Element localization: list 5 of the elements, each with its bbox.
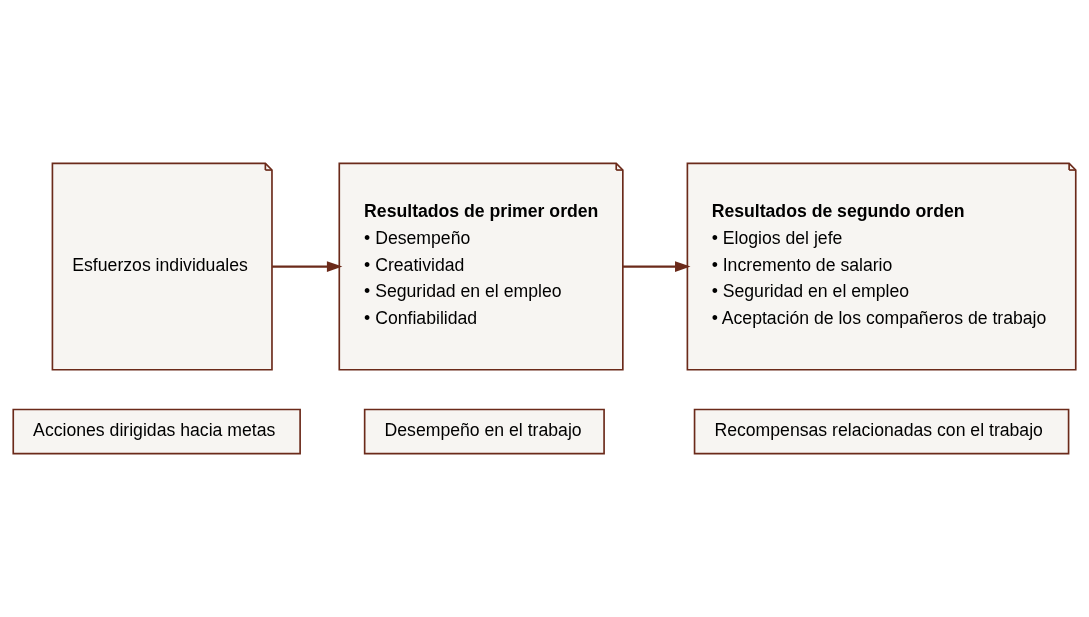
node-box: Recompensas relacionadas con el trabajo [693, 408, 1070, 455]
node-box: Acciones dirigidas hacia metas [12, 408, 301, 455]
arrow [272, 261, 343, 272]
arrow [623, 261, 691, 272]
node-box: Desempeño en el trabajo [363, 408, 605, 455]
